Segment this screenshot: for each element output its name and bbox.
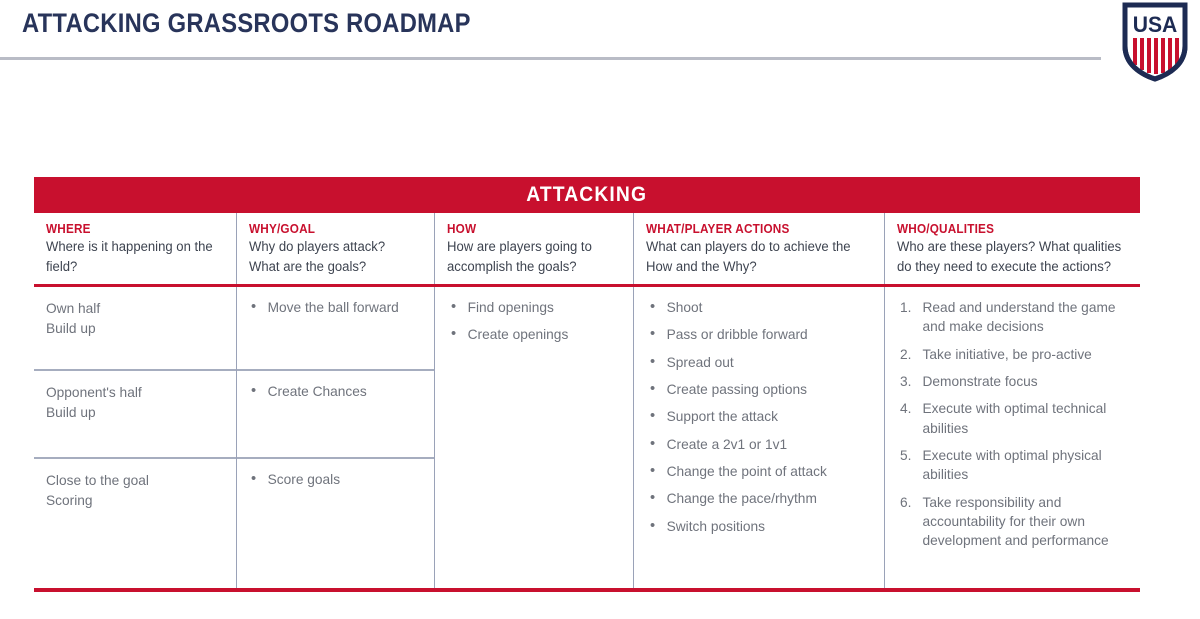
bullet-list: Find openings Create openings	[449, 297, 621, 345]
list-item: Change the pace/rhythm	[648, 488, 868, 509]
list-item-text: Read and understand the game and make de…	[922, 299, 1116, 335]
list-item: 1. Read and understand the game and make…	[899, 298, 1123, 337]
cell-line: Build up	[46, 320, 96, 337]
list-item: Create openings	[449, 324, 618, 345]
cell-line: Build up	[46, 404, 96, 421]
column-subtitle: How are players going to accomplish the …	[447, 239, 592, 274]
column-subtitle: Who are these players? What qualities do…	[897, 239, 1122, 274]
list-item-number: 3.	[899, 373, 912, 390]
list-item: Create passing options	[648, 379, 868, 400]
page-header: ATTACKING GRASSROOTS ROADMAP	[0, 0, 1200, 60]
list-item: Create Chances	[249, 381, 419, 402]
svg-text:USA: USA	[1133, 12, 1178, 38]
list-item: Find openings	[449, 297, 618, 318]
column-body-why-goal: Move the ball forward Create Chances Sco…	[236, 287, 434, 589]
bullet-list: Create Chances	[249, 381, 422, 402]
bullet-list: Move the ball forward	[249, 297, 422, 318]
table-row: Score goals	[237, 459, 434, 588]
list-item: Spread out	[648, 352, 868, 373]
column-header-how: HOW How are players going to accomplish …	[434, 213, 633, 285]
cell-line: Own half	[46, 300, 101, 317]
column-header-what-player-actions: WHAT/PLAYER ACTIONS What can players do …	[633, 213, 884, 285]
table-row: Create Chances	[237, 371, 434, 460]
table-row: Move the ball forward	[237, 287, 434, 372]
list-item: 3. Demonstrate focus	[899, 372, 1123, 391]
list-item-number: 1.	[899, 299, 912, 316]
cell-line: Close to the goal	[46, 472, 149, 489]
column-subtitle: Why do players attack? What are the goal…	[249, 239, 386, 274]
list-item-text: Execute with optimal physical abilities	[922, 447, 1102, 483]
cell-line: Opponent's half	[46, 384, 142, 401]
page-title: ATTACKING GRASSROOTS ROADMAP	[22, 8, 471, 38]
table-row: Close to the goal Scoring	[34, 459, 236, 588]
list-item: Support the attack	[648, 406, 868, 427]
us-soccer-crest-icon: USA	[1122, 2, 1188, 82]
column-header-why-goal: WHY/GOAL Why do players attack? What are…	[236, 213, 434, 285]
column-body-how: Find openings Create openings	[434, 287, 633, 589]
column-title: HOW	[447, 222, 477, 236]
column-header-who-qualities: WHO/QUALITIES Who are these players? Wha…	[884, 213, 1140, 285]
list-item-number: 6.	[899, 493, 912, 510]
list-item-number: 4.	[899, 400, 912, 417]
table-banner-label: ATTACKING	[526, 183, 648, 206]
list-item: Change the point of attack	[648, 461, 868, 482]
list-item-number: 5.	[899, 447, 912, 463]
list-item-text: Take initiative, be pro-active	[922, 345, 1092, 362]
list-item: 5. Execute with optimal physical abiliti…	[899, 446, 1123, 485]
numbered-list: 1. Read and understand the game and make…	[899, 298, 1128, 550]
bullet-list: Shoot Pass or dribble forward Spread out…	[648, 297, 872, 537]
list-item: 4. Execute with optimal technical abilit…	[899, 399, 1123, 438]
list-item-text: Take responsibility and accountability f…	[922, 493, 1109, 549]
list-item-number: 2.	[899, 345, 912, 362]
list-item: 2. Take initiative, be pro-active	[899, 345, 1123, 364]
column-header-where: WHERE Where is it happening on the field…	[34, 213, 236, 284]
column-body-who-qualities: 1. Read and understand the game and make…	[884, 287, 1140, 589]
column-body-what-player-actions: Shoot Pass or dribble forward Spread out…	[633, 287, 884, 589]
list-item-text: Execute with optimal technical abilities	[922, 400, 1107, 436]
column-title: WHERE	[46, 222, 91, 236]
bullet-list: Score goals	[249, 469, 422, 490]
attacking-roadmap-table: ATTACKING WHERE Where is it happening on…	[34, 177, 1140, 593]
table-banner: ATTACKING	[34, 177, 1140, 213]
column-title: WHAT/PLAYER ACTIONS	[646, 222, 790, 236]
list-item: 6. Take responsibility and accountabilit…	[899, 493, 1123, 551]
header-divider-rule	[0, 57, 1101, 60]
table-body: Own half Build up Opponent's half Build …	[34, 287, 1140, 589]
list-item: Shoot	[648, 297, 868, 318]
list-item-text: Demonstrate focus	[922, 373, 1038, 390]
list-item: Create a 2v1 or 1v1	[648, 434, 868, 455]
cell-line: Scoring	[46, 492, 93, 509]
column-subtitle: What can players do to achieve the How a…	[646, 239, 851, 274]
table-row: Own half Build up	[34, 287, 236, 372]
column-title: WHO/QUALITIES	[897, 222, 995, 236]
list-item: Pass or dribble forward	[648, 324, 868, 345]
table-row: Opponent's half Build up	[34, 371, 236, 460]
list-item: Move the ball forward	[249, 297, 419, 318]
column-title: WHY/GOAL	[249, 222, 316, 236]
list-item: Switch positions	[648, 516, 868, 537]
table-bottom-rule	[34, 588, 1140, 593]
table-header-row: WHERE Where is it happening on the field…	[34, 213, 1140, 288]
list-item: Score goals	[249, 469, 419, 490]
column-body-where: Own half Build up Opponent's half Build …	[34, 287, 236, 588]
column-subtitle: Where is it happening on the field?	[46, 239, 213, 274]
